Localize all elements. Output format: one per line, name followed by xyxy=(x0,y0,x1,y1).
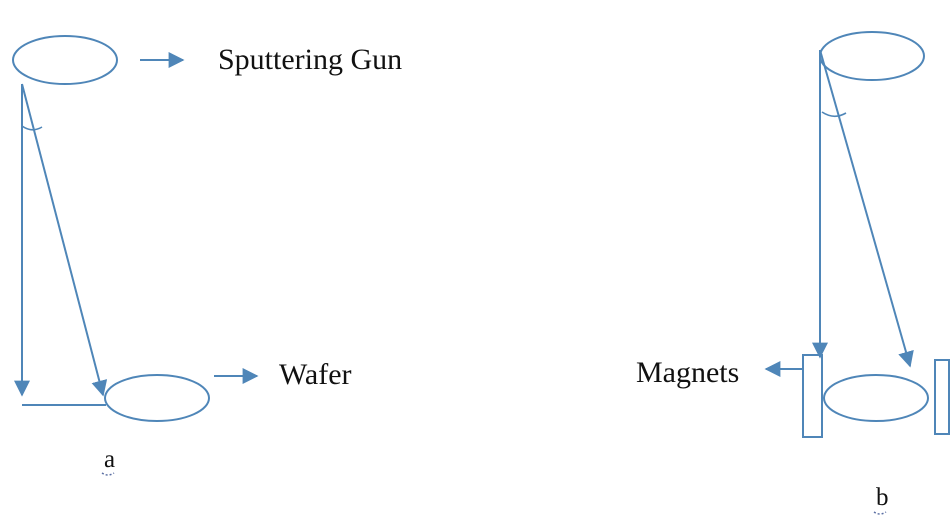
right-magnet xyxy=(934,359,950,435)
angle-arc-b xyxy=(821,111,847,118)
angled-beam-b xyxy=(819,49,914,368)
caption-b-underline xyxy=(873,511,887,515)
wafer-ellipse-a xyxy=(104,374,210,422)
caption-a-underline xyxy=(101,472,115,476)
caption-b: b xyxy=(876,484,889,511)
magnets-label: Magnets xyxy=(636,356,739,389)
sputtering-gun-ellipse-a xyxy=(12,35,118,85)
panel-b: Magnets b xyxy=(636,31,950,515)
left-magnet xyxy=(802,354,823,438)
sputtering-gun-label: Sputtering Gun xyxy=(218,43,402,76)
angled-beam-a xyxy=(21,83,108,397)
wafer-ellipse-b xyxy=(823,374,929,422)
sputtering-gun-ellipse-b xyxy=(819,31,925,81)
wafer-label: Wafer xyxy=(279,358,352,391)
caption-a: a xyxy=(104,446,115,473)
panel-a: Sputtering Gun Wafer a xyxy=(12,35,402,476)
angle-arc-a xyxy=(21,125,43,131)
